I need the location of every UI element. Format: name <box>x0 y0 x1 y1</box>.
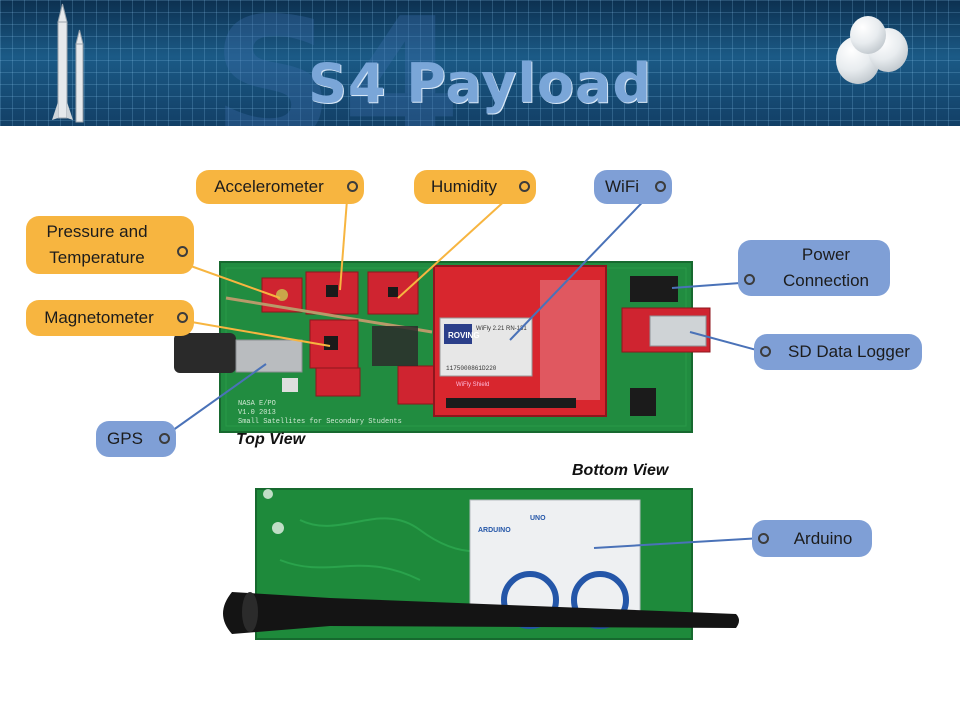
header-pins <box>446 398 576 408</box>
rocket-icon <box>52 3 84 123</box>
top-view-board: ROVING WiFly 2.21 RN-131 1175000861D220 … <box>174 261 711 433</box>
arduino-uno-text: UNO <box>530 515 546 522</box>
power-label-line1: Power <box>801 245 851 264</box>
antenna <box>223 592 739 634</box>
humidity-callout: Humidity <box>414 170 536 204</box>
connector-dot-icon <box>177 245 188 257</box>
board-silkscreen-nasa: NASA E/PO <box>238 400 276 408</box>
header-grid-pattern <box>0 0 960 126</box>
pressure-temperature-callout: Pressure and Temperature <box>26 216 194 274</box>
gps-label: GPS <box>107 429 143 448</box>
accelerometer-label: Accelerometer <box>214 177 324 196</box>
balloon-icon <box>850 16 886 54</box>
board-silkscreen-version: V1.0 2013 <box>238 409 276 417</box>
power-label-line2: Connection <box>782 271 869 290</box>
sd-logger-callout: SD Data Logger <box>754 334 922 370</box>
top-view-label: Top View <box>236 431 306 448</box>
servo-pins <box>630 388 656 416</box>
gps-callout: GPS <box>96 421 176 457</box>
connector-dot-icon <box>655 181 666 192</box>
wifi-callout: WiFi <box>594 170 672 204</box>
connector-dot-icon <box>744 274 755 286</box>
page-title: S4 Payload <box>307 52 653 115</box>
arduino-brand-text: ARDUINO <box>478 527 511 534</box>
bottom-view-board: ARDUINO UNO <box>223 488 739 640</box>
arduino-label: Arduino <box>793 528 853 548</box>
connector-dot-icon <box>347 181 358 192</box>
connector-dot-icon <box>177 312 188 323</box>
power-jack <box>630 276 678 302</box>
power-connection-callout: Power Connection <box>738 240 890 296</box>
wifi-module-text: WiFly 2.21 RN-131 <box>476 326 527 332</box>
wifi-serial-text: 1175000861D220 <box>446 365 497 372</box>
magnetometer-label: Magnetometer <box>44 308 154 327</box>
board-silkscreen-tagline: Small Satellites for Secondary Students <box>238 418 402 426</box>
magnetometer-callout: Magnetometer <box>26 300 194 336</box>
gps-module <box>235 339 303 373</box>
accelerometer-callout: Accelerometer <box>196 170 364 204</box>
sd-logger-label: SD Data Logger <box>788 342 910 361</box>
connector-dot-icon <box>159 433 170 444</box>
humidity-label: Humidity <box>430 177 498 196</box>
connector-dot-icon <box>519 181 530 192</box>
pressure-label-line2: Temperature <box>49 248 145 267</box>
header-watermark: S4 <box>212 0 469 126</box>
gps-antenna <box>174 333 236 373</box>
connector-dot-icon <box>758 532 769 544</box>
slide-header: S4 S4 Payload <box>0 0 960 126</box>
arduino-callout: Arduino <box>752 520 872 557</box>
wifi-label: WiFi <box>605 177 639 196</box>
wifly-shield-text: WiFly Shield <box>456 382 489 388</box>
bottom-view-label: Bottom View <box>572 462 669 479</box>
roving-logo-text: ROVING <box>448 331 480 340</box>
pressure-label-line1: Pressure and <box>46 222 148 241</box>
connector-dot-icon <box>760 346 771 357</box>
